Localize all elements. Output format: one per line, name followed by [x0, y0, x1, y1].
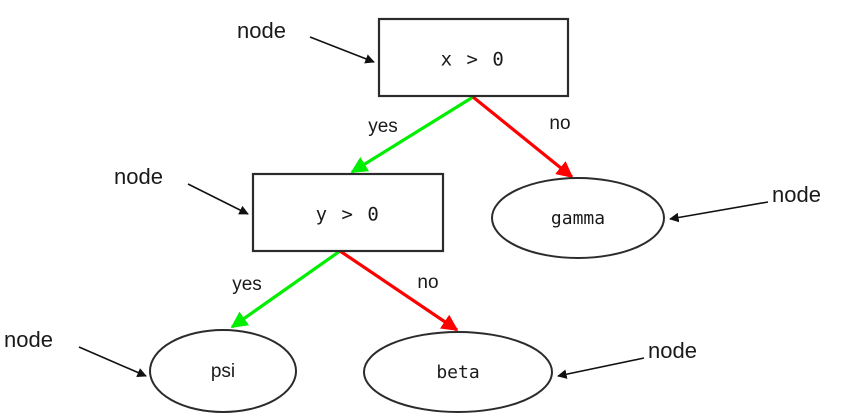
edge-root-to-second-yes: yes — [350, 95, 474, 174]
edge-label-second-no: no — [417, 272, 438, 293]
annotation-gamma-arrow — [669, 201, 769, 223]
decision-node-root[interactable]: x > 0 — [377, 17, 570, 98]
leaf-node-beta-label: beta — [436, 362, 479, 383]
edge-line-no-second — [339, 249, 459, 332]
leaf-node-beta[interactable]: beta — [363, 331, 553, 413]
annotation-second-arrow — [187, 183, 249, 215]
edge-label-root-no: no — [549, 113, 570, 134]
edge-second-to-psi-yes: yes — [230, 249, 341, 329]
edge-line-no-root — [471, 95, 574, 179]
edge-second-to-beta-no: no — [339, 249, 459, 332]
annotation-root-label: node — [237, 18, 286, 43]
decision-node-root-label: x > 0 — [441, 49, 506, 71]
annotation-psi-arrow — [78, 346, 147, 377]
edge-line-yes-root — [350, 95, 474, 174]
leaf-node-gamma-ellipse[interactable] — [491, 177, 665, 259]
annotation-second: node — [114, 164, 249, 215]
leaf-node-beta-ellipse[interactable] — [363, 331, 553, 413]
leaf-node-gamma-label: gamma — [551, 208, 605, 229]
annotation-beta: node — [557, 338, 697, 379]
annotation-beta-arrow — [557, 357, 645, 379]
annotation-beta-label: node — [648, 338, 697, 363]
annotation-gamma-label: node — [772, 182, 821, 207]
annotation-psi: node — [4, 327, 147, 377]
leaf-node-psi-label: psi — [211, 361, 235, 382]
leaf-node-psi[interactable]: psi — [149, 329, 297, 413]
annotation-root: node — [237, 18, 375, 64]
decision-node-root-box[interactable] — [377, 17, 570, 98]
decision-node-second-box[interactable] — [251, 172, 445, 253]
edge-root-to-gamma-no: no — [471, 95, 574, 179]
edge-label-second-yes: yes — [232, 274, 262, 295]
leaf-node-gamma[interactable]: gamma — [491, 177, 665, 259]
annotation-root-arrow — [309, 36, 375, 64]
annotation-gamma: node — [669, 182, 821, 223]
edge-label-root-yes: yes — [368, 116, 398, 137]
decision-node-second-label: y > 0 — [316, 204, 381, 226]
edge-line-yes-second — [230, 249, 341, 329]
annotation-psi-label: node — [4, 327, 53, 352]
leaf-node-psi-ellipse[interactable] — [149, 329, 297, 413]
decision-node-second[interactable]: y > 0 — [251, 172, 445, 253]
annotation-second-label: node — [114, 164, 163, 189]
